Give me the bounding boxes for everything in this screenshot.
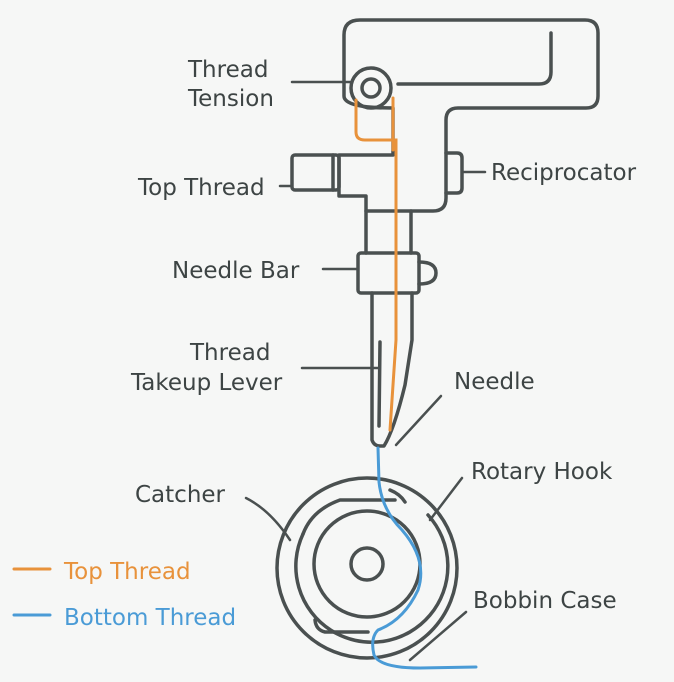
label-top-thread: Top Thread: [137, 175, 265, 201]
leader-catcher: [244, 496, 292, 542]
top-thread-path: [354, 98, 398, 432]
label-thread-takeup-line2: Takeup Lever: [130, 370, 283, 396]
bobbin-center: [349, 546, 385, 582]
hook-point: [388, 488, 407, 504]
label-bobbin-case: Bobbin Case: [473, 588, 617, 614]
bobbin-case-outer: [312, 509, 422, 619]
leader-bobbin-case: [408, 610, 468, 662]
legend-bottom-thread-label: Bottom Thread: [64, 605, 236, 631]
label-catcher: Catcher: [135, 482, 226, 508]
rotary-hook-outer: [275, 476, 459, 660]
leader-rotary-hook: [428, 476, 464, 522]
machine-arm: [337, 18, 600, 213]
label-reciprocator: Reciprocator: [491, 160, 637, 186]
label-thread-tension-line1: Thread: [187, 57, 268, 83]
label-needle-bar: Needle Bar: [172, 258, 300, 284]
reciprocator-knob: [444, 151, 464, 195]
label-needle: Needle: [454, 369, 535, 395]
bottom-thread-path: [371, 446, 478, 670]
top-thread-guide-block: [290, 153, 341, 192]
needle-bar-clamp: [356, 251, 421, 295]
legend-top-thread-label: Top Thread: [63, 559, 191, 585]
label-rotary-hook: Rotary Hook: [471, 459, 613, 485]
needle-eye-groove: [377, 340, 382, 428]
arm-inner-edge: [396, 31, 553, 86]
leader-needle: [394, 394, 443, 447]
label-thread-tension-line2: Tension: [187, 86, 274, 112]
needle-bar: [364, 209, 413, 255]
label-thread-takeup-line1: Thread: [189, 340, 270, 366]
rotary-hook-ring: [294, 513, 450, 644]
catcher-hook: [301, 498, 397, 536]
legend: Top Thread Bottom Thread: [12, 559, 236, 631]
needle-shaft: [370, 291, 414, 448]
hook-base: [313, 618, 370, 634]
needle-bar-clamp-screw: [417, 260, 438, 286]
thread-tension-center: [360, 77, 382, 99]
thread-tension-dial: [349, 66, 393, 110]
